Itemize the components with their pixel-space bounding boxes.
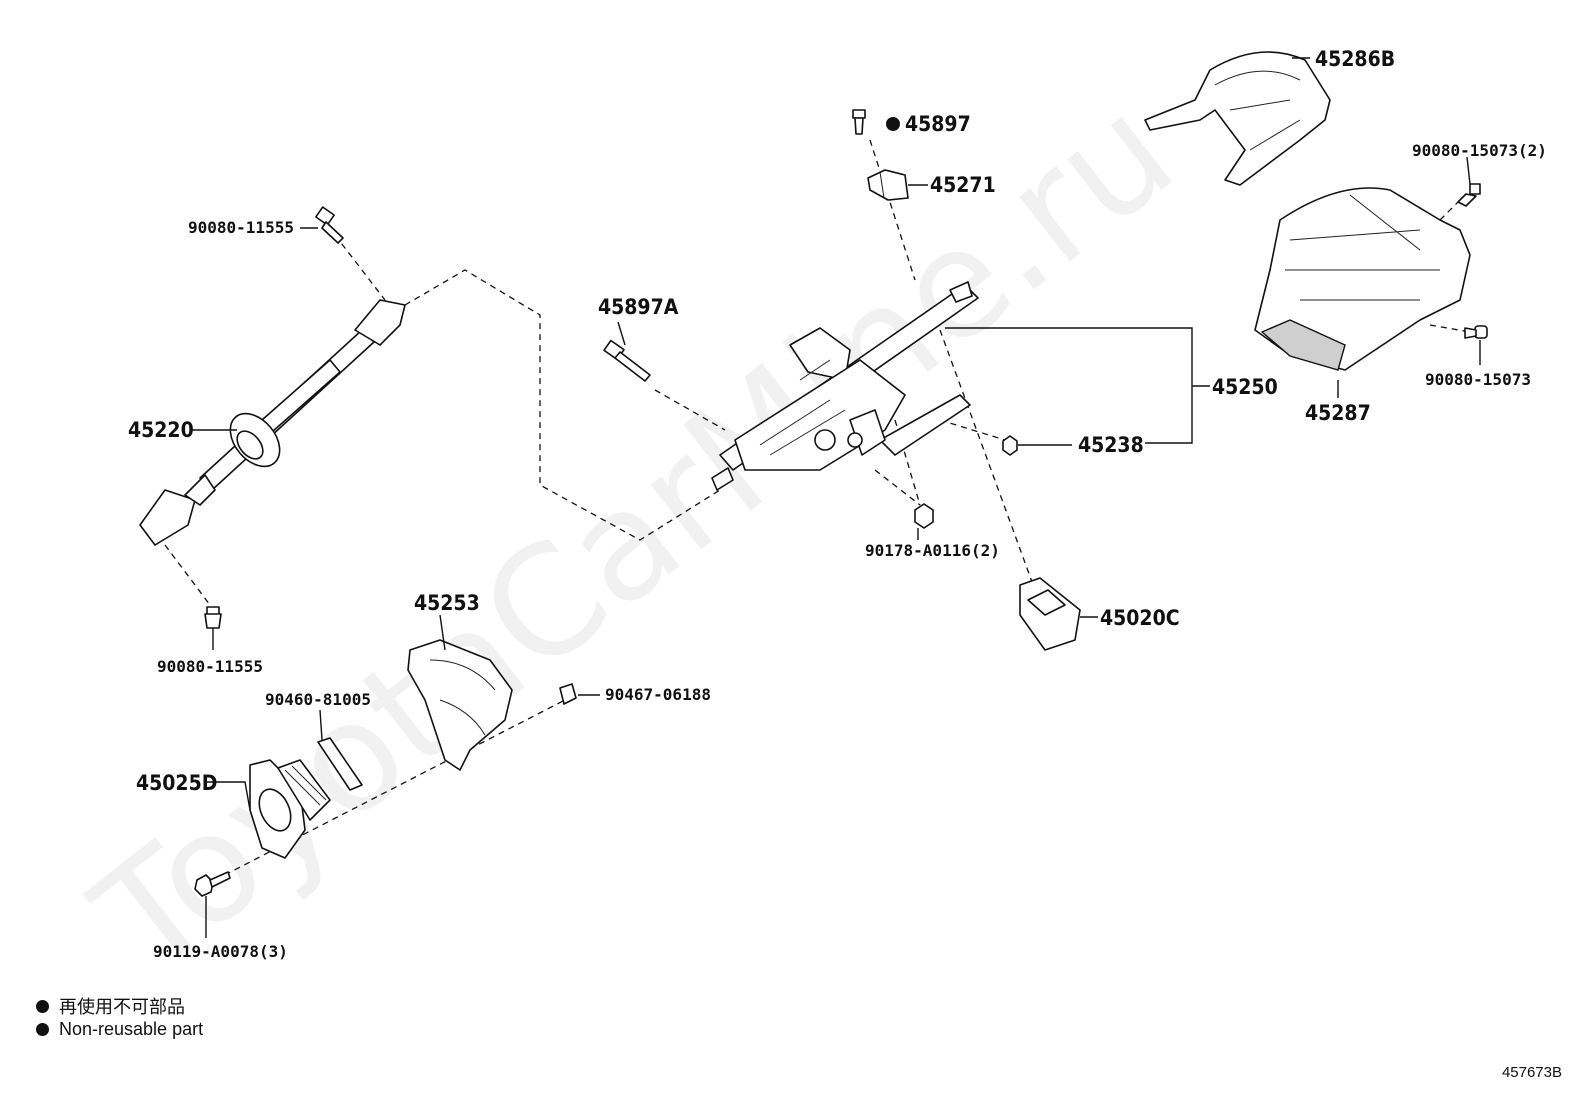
bolt-90119-a0078 — [194, 871, 231, 897]
label-90467-06188: 90467-06188 — [605, 685, 711, 704]
label-45271: 45271 — [930, 173, 996, 197]
lock-housing-45020c — [1019, 577, 1081, 651]
legend-dot-icon — [36, 1023, 49, 1036]
label-90178-a0116-2: 90178-A0116(2) — [865, 541, 1000, 560]
hole-cover-45253 — [407, 639, 513, 771]
assembly-guide-lines — [164, 139, 1471, 881]
label-45020c: 45020C — [1100, 606, 1180, 630]
bolt-90080-11555-top — [315, 206, 344, 244]
upper-cover-45286b — [1144, 51, 1331, 186]
bolt-90080-11555-bottom — [204, 606, 222, 629]
legend-text-en: Non-reusable part — [59, 1019, 204, 1039]
label-45897: 45897 — [905, 112, 971, 136]
label-45250: 45250 — [1212, 375, 1278, 399]
bolt-90080-15073-2 — [1457, 183, 1481, 207]
nut-90178-a0116 — [914, 503, 934, 529]
label-45286b: 45286B — [1315, 47, 1395, 71]
legend-non-reusable-en: Non-reusable part — [36, 1019, 203, 1040]
label-45220: 45220 — [128, 418, 194, 442]
clamp-45271 — [867, 169, 909, 201]
clip-90467-06188 — [559, 683, 577, 705]
intermediate-shaft-45220 — [139, 299, 406, 546]
bolt-90080-15073 — [1464, 325, 1488, 339]
label-45238: 45238 — [1078, 433, 1144, 457]
nut-45238 — [1002, 435, 1018, 456]
label-90119-a0078-3: 90119-A0078(3) — [153, 942, 288, 961]
bolt-45897 — [852, 109, 866, 135]
legend-non-reusable-jp: 再使用不可部品 — [36, 993, 185, 1019]
diagram-reference-id: 457673B — [1501, 1064, 1562, 1081]
label-45025d: 45025D — [136, 771, 217, 795]
leader-lines — [190, 57, 1481, 938]
bolt-45897a — [603, 339, 651, 382]
seal-strip-90460-81005 — [317, 737, 363, 791]
legend-text-jp: 再使用不可部品 — [59, 997, 185, 1017]
non-reusable-marker — [886, 117, 900, 131]
steering-column-45250 — [711, 281, 979, 491]
label-45253: 45253 — [414, 591, 480, 615]
boot-45025d — [249, 759, 331, 859]
label-90080-11555-bottom: 90080-11555 — [157, 657, 263, 676]
label-90080-15073-2: 90080-15073(2) — [1412, 141, 1547, 160]
label-90080-15073: 90080-15073 — [1425, 370, 1531, 389]
legend-dot-icon — [36, 999, 49, 1013]
label-45287: 45287 — [1305, 401, 1371, 425]
label-45897a: 45897A — [598, 295, 679, 319]
lower-cover-45287 — [1254, 187, 1471, 371]
label-90080-11555-top: 90080-11555 — [188, 218, 294, 237]
label-90460-81005: 90460-81005 — [265, 690, 371, 709]
